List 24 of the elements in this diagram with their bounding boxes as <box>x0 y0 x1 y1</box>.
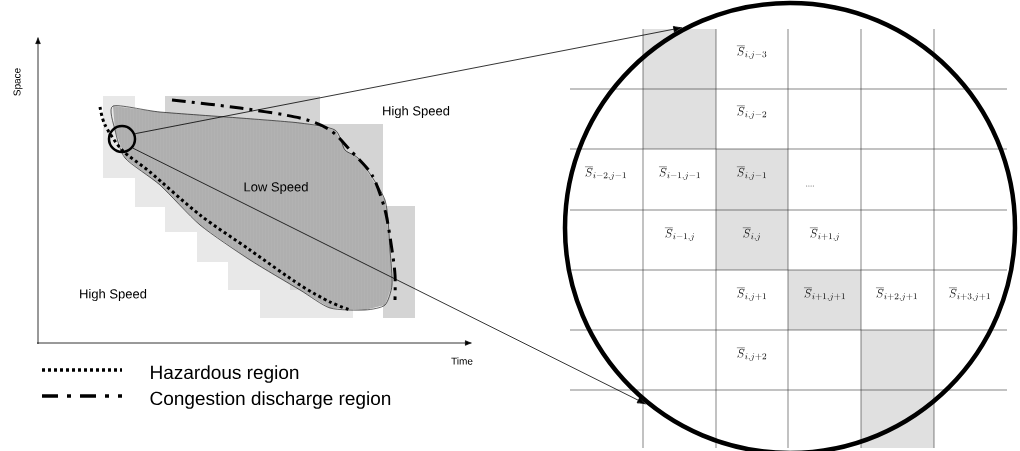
legend-label: Congestion discharge region <box>150 391 391 409</box>
cell-formula: $\overline{S}_{i,j-3}$ <box>736 45 767 59</box>
arrow <box>132 147 646 405</box>
cell-formula: $\overline{S}_{i-2,j-1}$ <box>584 166 626 180</box>
ellipsis: .... <box>806 185 814 187</box>
region-label: High Speed <box>383 105 450 119</box>
highlight-circle <box>107 124 137 154</box>
cell-formula: $\overline{S}_{i,j}$ <box>742 227 761 241</box>
cell-formula: $\overline{S}_{i+2,j+1}$ <box>875 287 917 301</box>
arrow <box>134 26 682 135</box>
cell-formula: $\overline{S}_{i,j+1}$ <box>736 287 766 301</box>
cell-formula: $\overline{S}_{i+1,j}$ <box>809 227 839 241</box>
legend-label: Hazardous region <box>151 365 299 383</box>
cell-formula: $\overline{S}_{i,j-2}$ <box>736 105 767 119</box>
region-label: High Speed <box>80 288 147 302</box>
cell-formula: $\overline{S}_{i-1,j-1}$ <box>658 166 700 180</box>
axis-label: Space <box>13 68 23 96</box>
region-label: Low Speed <box>244 181 308 195</box>
cell-formula: $\overline{S}_{i-1,j}$ <box>664 227 694 241</box>
cell-formula: $\overline{S}_{i+1,j+1}$ <box>803 287 845 301</box>
axis-label: Time <box>451 357 473 365</box>
cell-formula: $\overline{S}_{i+3,j+1}$ <box>948 287 990 301</box>
cell-formula: $\overline{S}_{i,j-1}$ <box>736 166 766 180</box>
cell-formula: $\overline{S}_{i,j+2}$ <box>736 347 767 361</box>
